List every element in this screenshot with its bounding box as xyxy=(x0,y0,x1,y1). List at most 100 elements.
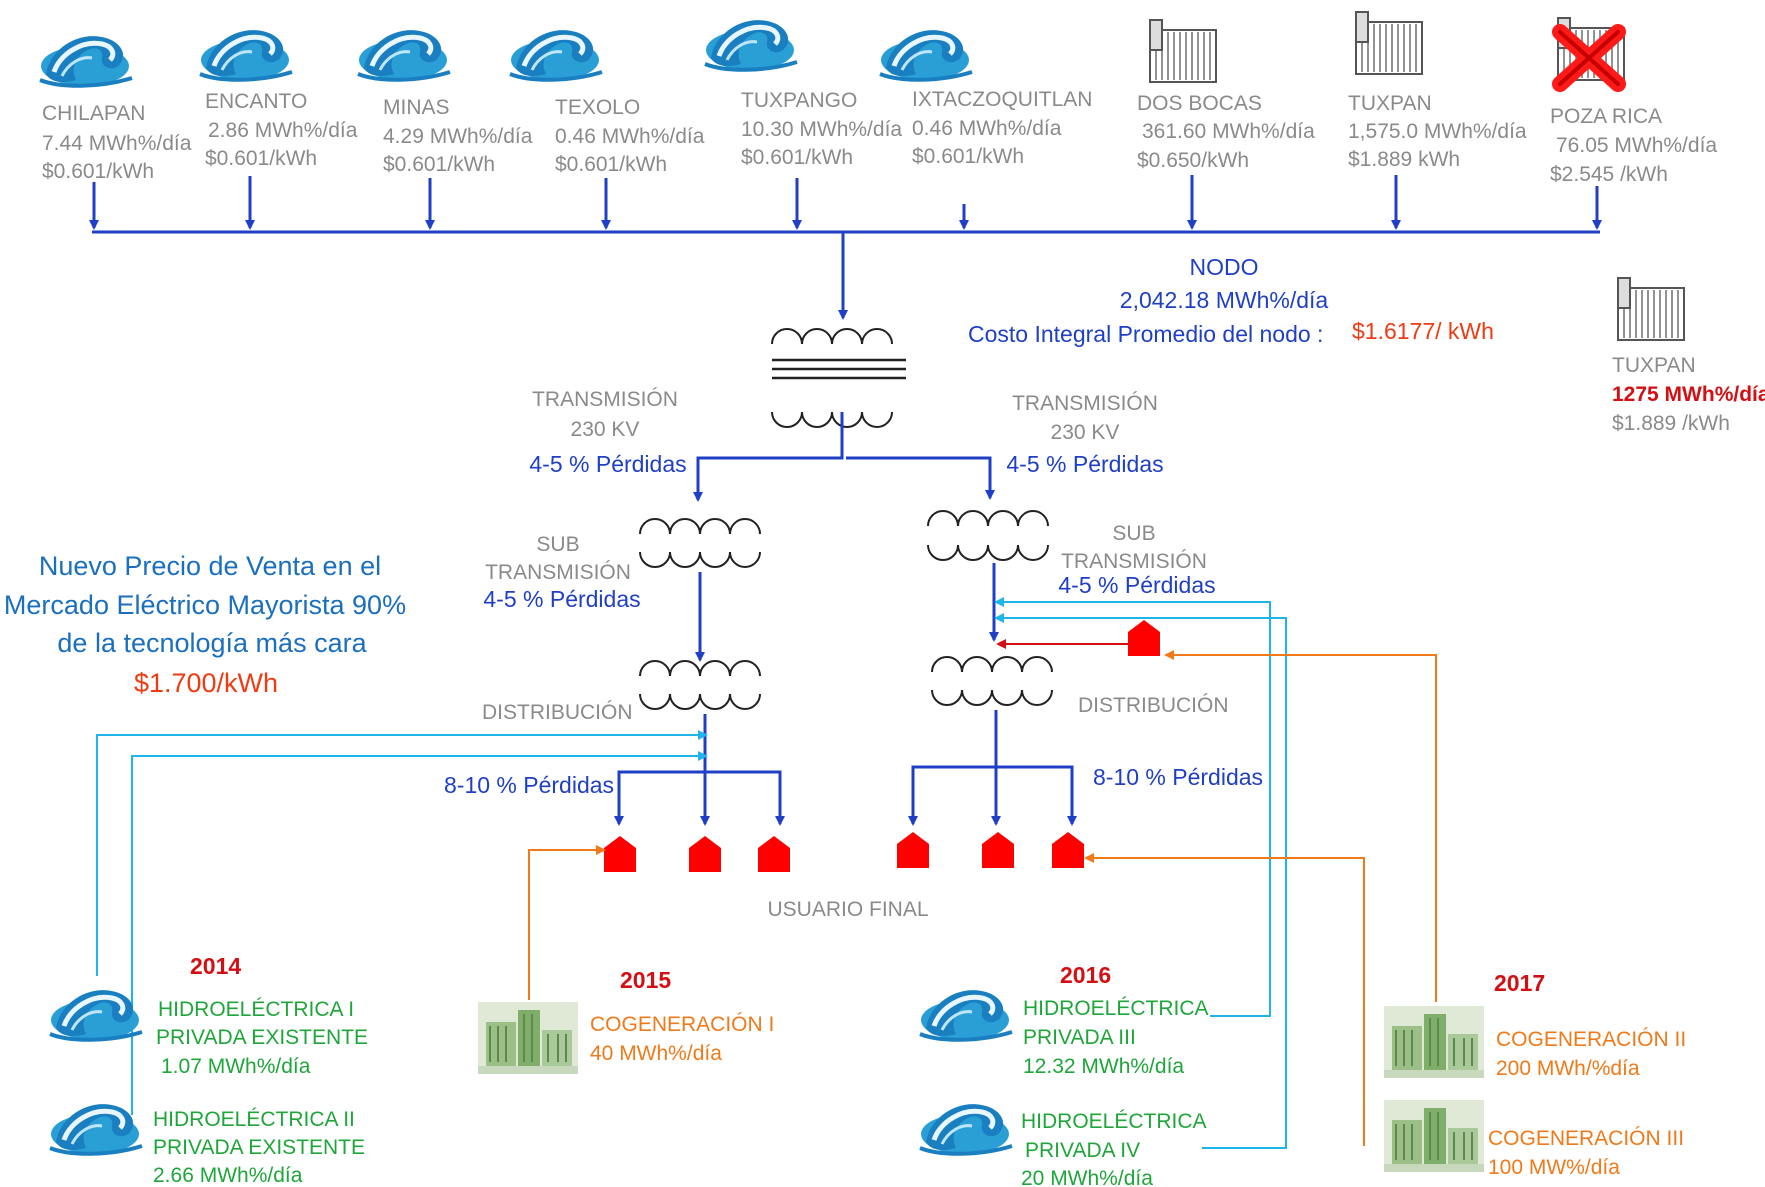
house-icon xyxy=(1052,832,1084,868)
generator-labels: CHILAPAN 7.44 MWh%/día $0.601/kWh ENCANT… xyxy=(42,88,1717,186)
generator-price: $0.601/kWh xyxy=(741,146,853,169)
generator-name: DOS BOCAS xyxy=(1137,92,1262,115)
plant-energy: 12.32 MWh%/día xyxy=(1023,1055,1184,1078)
generator-price: $0.601/kWh xyxy=(912,145,1024,168)
left-feeder-lines xyxy=(614,572,785,826)
wave-icon xyxy=(705,20,797,70)
wave-icon xyxy=(50,1104,142,1154)
cogeneration-feeds xyxy=(528,650,1437,1146)
plant-name: COGENERACIÓN I xyxy=(590,1013,774,1036)
transmission-voltage: 230 KV xyxy=(1051,421,1120,444)
generator-name: MINAS xyxy=(383,96,450,119)
house-icon xyxy=(689,836,721,872)
generator-energy: 4.29 MWh%/día xyxy=(383,125,533,148)
transmission-losses: 4-5 % Pérdidas xyxy=(1006,451,1163,477)
wave-icon xyxy=(880,30,972,80)
distribution-losses: 8-10 % Pérdidas xyxy=(444,772,614,798)
distribution-labels: DISTRIBUCIÓN DISTRIBUCIÓN 8-10 % Pérdida… xyxy=(444,694,1263,798)
node-info: NODO 2,042.18 MWh%/día Costo Integral Pr… xyxy=(968,254,1494,347)
main-bus xyxy=(89,175,1602,320)
new-price-line: Mercado Eléctrico Mayorista 90% xyxy=(4,590,406,620)
year-label: 2014 xyxy=(190,953,241,979)
node-energy: 2,042.18 MWh%/día xyxy=(1120,287,1329,313)
private-plant-labels: 2014 HIDROELÉCTRICA I PRIVADA EXISTENTE … xyxy=(153,953,1686,1187)
plant-name: COGENERACIÓN II xyxy=(1496,1028,1686,1051)
distribution-label: DISTRIBUCIÓN xyxy=(1078,694,1229,717)
subtransmission-losses: 4-5 % Pérdidas xyxy=(483,586,640,612)
thermal-plant-icon xyxy=(1149,19,1217,83)
plant-energy: 200 MWh/%día xyxy=(1496,1057,1640,1080)
subtransmission-label: SUB xyxy=(1112,522,1155,545)
plant-energy: 1.07 MWh%/día xyxy=(161,1055,311,1078)
generator-price: $0.650/kWh xyxy=(1137,149,1249,172)
transmission-label: TRANSMISIÓN xyxy=(532,388,678,411)
transmission-right: TRANSMISIÓN 230 KV 4-5 % Pérdidas xyxy=(1006,392,1163,477)
wave-icon xyxy=(200,30,292,80)
generator-price: $0.601/kWh xyxy=(383,153,495,176)
subtransmission-right: SUB TRANSMISIÓN 4-5 % Pérdidas xyxy=(1058,522,1215,598)
house-icon xyxy=(982,832,1014,868)
generator-name: TEXOLO xyxy=(555,96,640,119)
distribution-label: DISTRIBUCIÓN xyxy=(482,701,633,724)
house-icon xyxy=(758,836,790,872)
plant-name: HIDROELÉCTRICA xyxy=(1021,1110,1207,1133)
new-price-note: Nuevo Precio de Venta en el Mercado Eléc… xyxy=(4,551,406,698)
tuxpan-new-info: TUXPAN 1275 MWh%/día $1.889 /kWh xyxy=(1612,354,1765,435)
generator-energy: 361.60 MWh%/día xyxy=(1142,120,1315,143)
wave-icon xyxy=(920,990,1012,1040)
plant-name: HIDROELÉCTRICA xyxy=(1023,997,1209,1020)
subtransmission-label: SUB xyxy=(536,533,579,556)
tuxpan-new-price: $1.889 /kWh xyxy=(1612,412,1730,435)
plant-name: PRIVADA III xyxy=(1023,1026,1136,1049)
cogeneration-plant-icon xyxy=(477,1001,579,1075)
subtransmission-label: TRANSMISIÓN xyxy=(485,561,631,584)
end-user-houses xyxy=(604,620,1160,872)
transmission-voltage: 230 KV xyxy=(571,418,640,441)
cogeneration-plant-icon xyxy=(1383,1005,1485,1079)
node-title: NODO xyxy=(1190,254,1259,280)
generator-price: $2.545 /kWh xyxy=(1550,163,1668,186)
private-hydro-feeds-left xyxy=(96,730,708,1115)
right-distribution-transformer-icon xyxy=(931,656,1053,706)
generator-name: TUXPANGO xyxy=(741,89,857,112)
generator-price: $1.889 kWh xyxy=(1348,148,1460,171)
plant-energy: 40 MWh%/día xyxy=(590,1042,722,1065)
generator-energy: 0.46 MWh%/día xyxy=(555,125,705,148)
plant-name: COGENERACIÓN III xyxy=(1488,1127,1684,1150)
plant-energy: 20 MWh%/día xyxy=(1021,1167,1153,1187)
plant-name: HIDROELÉCTRICA II xyxy=(153,1108,355,1131)
thermal-plant-crossed-icon xyxy=(1552,17,1626,92)
generator-name: ENCANTO xyxy=(205,90,307,113)
generator-price: $0.601/kWh xyxy=(205,147,317,170)
generator-energy: 0.46 MWh%/día xyxy=(912,117,1062,140)
generator-name: POZA RICA xyxy=(1550,105,1662,128)
generator-energy: 7.44 MWh%/día xyxy=(42,132,192,155)
new-price-line: de la tecnología más cara xyxy=(57,628,367,658)
new-price-value: $1.700/kWh xyxy=(134,668,278,698)
end-user-label: USUARIO FINAL xyxy=(767,898,928,921)
transmission-left: TRANSMISIÓN 230 KV 4-5 % Pérdidas xyxy=(529,388,686,477)
node-cost-value: $1.6177/ kWh xyxy=(1352,318,1494,344)
year-label: 2015 xyxy=(620,967,671,993)
node-cost-label: Costo Integral Promedio del nodo : xyxy=(968,321,1323,347)
distribution-losses: 8-10 % Pérdidas xyxy=(1093,764,1263,790)
private-hydro-feeds-right xyxy=(994,597,1287,1149)
generator-name: CHILAPAN xyxy=(42,102,145,125)
generator-energy: 2.86 MWh%/día xyxy=(208,119,358,142)
thermal-plant-icon xyxy=(1617,277,1685,341)
wave-icon xyxy=(510,30,602,80)
wave-icon xyxy=(920,1104,1012,1154)
new-price-line: Nuevo Precio de Venta en el xyxy=(39,551,381,581)
transmission-losses: 4-5 % Pérdidas xyxy=(529,451,686,477)
plant-name: PRIVADA EXISTENTE xyxy=(153,1136,365,1159)
wave-icon xyxy=(358,30,450,80)
transmission-label: TRANSMISIÓN xyxy=(1012,392,1158,415)
cogeneration-plant-icon xyxy=(1383,1099,1485,1173)
generator-energy: 1,575.0 MWh%/día xyxy=(1348,120,1527,143)
generator-name: TUXPAN xyxy=(1348,92,1432,115)
house-icon xyxy=(604,836,636,872)
house-icon xyxy=(1128,620,1160,656)
subtransmission-left: SUB TRANSMISIÓN 4-5 % Pérdidas xyxy=(483,533,640,612)
year-label: 2017 xyxy=(1494,970,1545,996)
